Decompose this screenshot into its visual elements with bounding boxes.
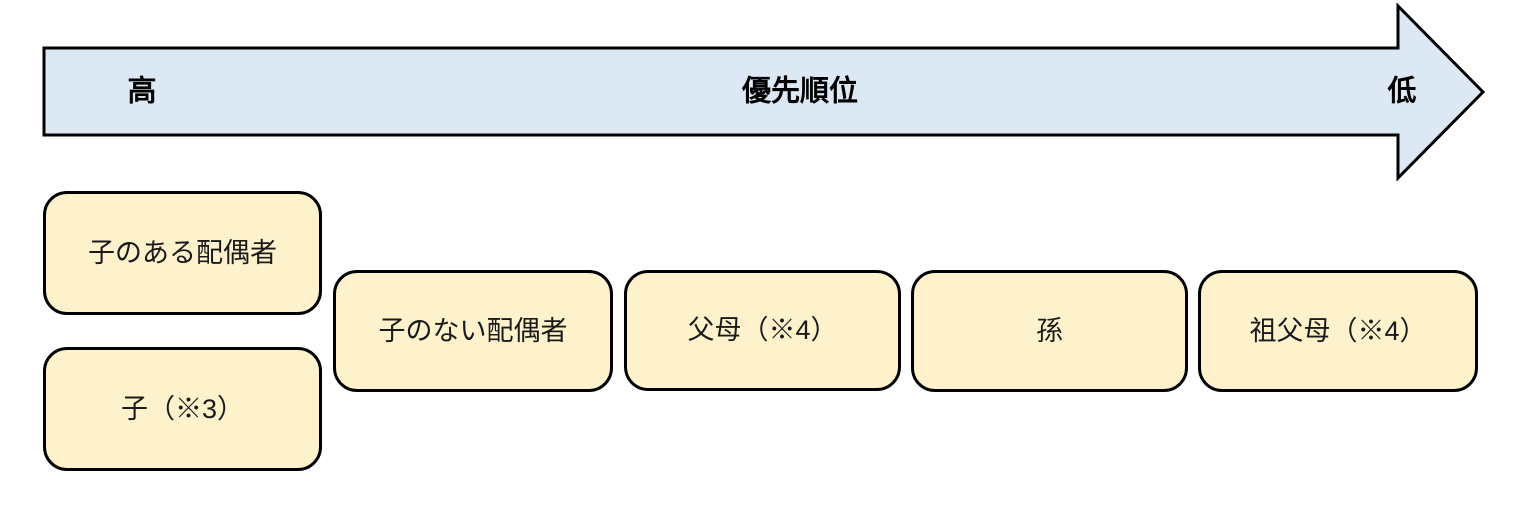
node-spouse-without-child: 子のない配偶者	[333, 270, 613, 392]
node-grandchild: 孫	[911, 270, 1188, 392]
node-spouse-with-child: 子のある配偶者	[43, 191, 322, 315]
node-label: 子（※3）	[120, 393, 245, 424]
arrow-label-high: 高	[127, 75, 157, 108]
node-label: 孫	[1036, 315, 1063, 346]
right-arrow-shape	[42, 2, 1486, 182]
node-label: 子のある配偶者	[88, 237, 277, 268]
priority-arrow	[42, 2, 1486, 182]
node-child: 子（※3）	[43, 347, 322, 471]
arrow-label-priority: 優先順位	[741, 75, 859, 108]
node-parents: 父母（※4）	[624, 270, 901, 391]
arrow-label-low: 低	[1387, 75, 1417, 108]
node-label: 子のない配偶者	[378, 315, 568, 346]
node-label: 祖父母（※4）	[1249, 315, 1427, 346]
node-label: 父母（※4）	[687, 315, 838, 346]
node-grandparents: 祖父母（※4）	[1198, 270, 1478, 392]
